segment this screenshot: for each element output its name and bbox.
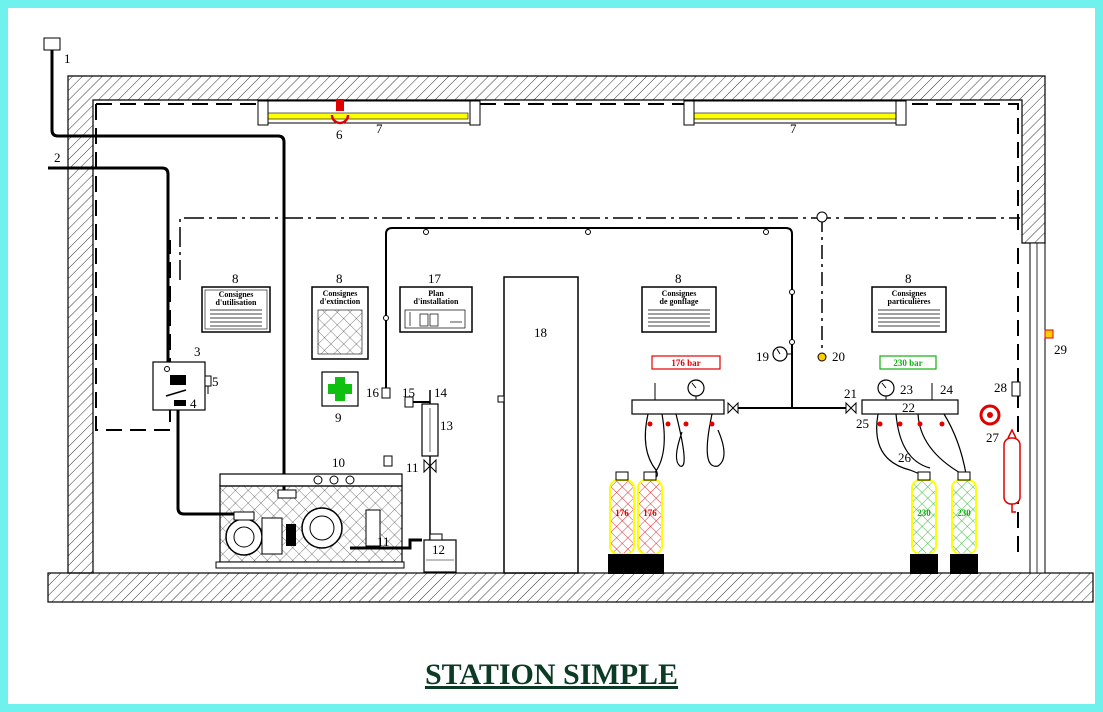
callout-20: 20 bbox=[832, 349, 845, 364]
diagram-frame: Consignes d'utilisation Consignes d'exti… bbox=[8, 8, 1095, 704]
callout-14: 14 bbox=[434, 385, 448, 400]
valve-icon bbox=[845, 401, 857, 415]
compressor-unit bbox=[215, 473, 422, 569]
supply-box bbox=[43, 37, 61, 51]
callout-12: 12 bbox=[432, 542, 445, 557]
fluorescent-lamp-right bbox=[683, 100, 907, 126]
door[interactable] bbox=[497, 276, 579, 574]
callout-13: 13 bbox=[440, 418, 453, 433]
callout-11b: 11 bbox=[377, 534, 390, 549]
callout-28: 28 bbox=[994, 380, 1007, 395]
air-pipes bbox=[383, 227, 848, 409]
condensate-tank bbox=[423, 533, 457, 573]
emergency-light-icon bbox=[330, 99, 350, 125]
extinguisher-sign-icon bbox=[979, 404, 1001, 426]
valve-15 bbox=[404, 396, 414, 408]
panel-particulieres-line2: particulières bbox=[888, 297, 931, 306]
panel-extinction-line1: Consignes bbox=[323, 289, 358, 298]
callout-4: 4 bbox=[190, 396, 197, 411]
panel-extinction-line2: d'extinction bbox=[320, 297, 361, 306]
fluorescent-lamp-left bbox=[257, 100, 481, 126]
callout-16: 16 bbox=[366, 385, 380, 400]
filling-manifold-230 bbox=[845, 355, 967, 477]
panel-installation-line1: Plan bbox=[428, 289, 444, 298]
callout-6: 6 bbox=[336, 127, 343, 142]
cylinder-label-176-b: 176 bbox=[643, 508, 657, 518]
valve-icon bbox=[727, 401, 739, 415]
callout-8d: 8 bbox=[905, 271, 912, 286]
sign-plan-installation: Plan d'installation bbox=[399, 286, 473, 333]
cylinder-label-230-b: 230 bbox=[957, 508, 971, 518]
callout-9: 9 bbox=[335, 410, 342, 425]
filling-manifold-176 bbox=[631, 355, 739, 479]
panel-utilisation-line2: d'utilisation bbox=[216, 298, 257, 307]
callout-26: 26 bbox=[898, 450, 912, 465]
callout-21: 21 bbox=[844, 386, 857, 401]
sign-consignes-extinction: Consignes d'extinction bbox=[311, 286, 369, 360]
cylinders-230: 230 230 bbox=[910, 471, 978, 574]
panel-installation-line2: d'installation bbox=[414, 297, 459, 306]
callout-8c: 8 bbox=[675, 271, 682, 286]
cylinder-label-176-a: 176 bbox=[615, 508, 629, 518]
callout-7b: 7 bbox=[790, 121, 797, 136]
callout-8b: 8 bbox=[336, 271, 343, 286]
callout-11a: 11 bbox=[406, 460, 419, 475]
building-walls bbox=[47, 75, 1094, 603]
callout-22: 22 bbox=[902, 400, 915, 415]
panel-utilisation-line1: Consignes bbox=[219, 290, 254, 299]
pressure-gauge-icon bbox=[772, 346, 792, 362]
callout-1: 1 bbox=[64, 51, 71, 66]
pressure-label-230: 230 bar bbox=[893, 358, 922, 368]
callout-8a: 8 bbox=[232, 271, 239, 286]
dash-dot-line bbox=[179, 217, 1020, 280]
fire-extinguisher-icon bbox=[1003, 428, 1021, 513]
electrical-panel bbox=[152, 361, 212, 411]
callout-24: 24 bbox=[940, 382, 954, 397]
station-diagram: Consignes d'utilisation Consignes d'exti… bbox=[43, 37, 1094, 603]
callout-23: 23 bbox=[900, 382, 913, 397]
callout-5: 5 bbox=[212, 374, 219, 389]
callout-25: 25 bbox=[856, 416, 869, 431]
valve-16 bbox=[381, 387, 391, 399]
electrical-circuit-dashed bbox=[95, 103, 1019, 560]
sign-consignes-particulieres: Consignes particulières bbox=[871, 286, 947, 333]
diagram-title: STATION SIMPLE bbox=[424, 658, 679, 691]
pressure-label-176: 176 bar bbox=[671, 358, 700, 368]
callout-7a: 7 bbox=[376, 121, 383, 136]
filter-column bbox=[421, 390, 439, 540]
callout-27: 27 bbox=[986, 430, 1000, 445]
callout-18: 18 bbox=[534, 325, 547, 340]
callout-15: 15 bbox=[402, 385, 415, 400]
sign-consignes-utilisation: Consignes d'utilisation bbox=[201, 286, 271, 333]
callout-labels: 1 2 3 4 5 6 7 7 8 8 8 8 9 10 11 11 12 13… bbox=[54, 51, 1067, 557]
callout-10: 10 bbox=[332, 455, 345, 470]
compressor-vent bbox=[383, 455, 393, 467]
callout-29: 29 bbox=[1054, 342, 1067, 357]
callout-3: 3 bbox=[194, 344, 201, 359]
cylinders-176: 176 176 bbox=[608, 471, 664, 574]
outdoor-lamp bbox=[1044, 329, 1054, 339]
valve-icon bbox=[423, 458, 437, 474]
lamp-icon bbox=[817, 352, 827, 362]
callout-19: 19 bbox=[756, 349, 769, 364]
first-aid-icon bbox=[321, 371, 359, 407]
callout-2: 2 bbox=[54, 150, 61, 165]
power-cables bbox=[48, 50, 286, 516]
sign-consignes-gonflage: Consignes de gonflage bbox=[641, 286, 717, 333]
callout-17: 17 bbox=[428, 271, 442, 286]
panel-gonflage-line1: Consignes bbox=[662, 289, 697, 298]
cylinder-label-230-a: 230 bbox=[917, 508, 931, 518]
panel-particulieres-line1: Consignes bbox=[892, 289, 927, 298]
switch-28 bbox=[1011, 381, 1021, 397]
panel-gonflage-line2: de gonflage bbox=[660, 297, 699, 306]
